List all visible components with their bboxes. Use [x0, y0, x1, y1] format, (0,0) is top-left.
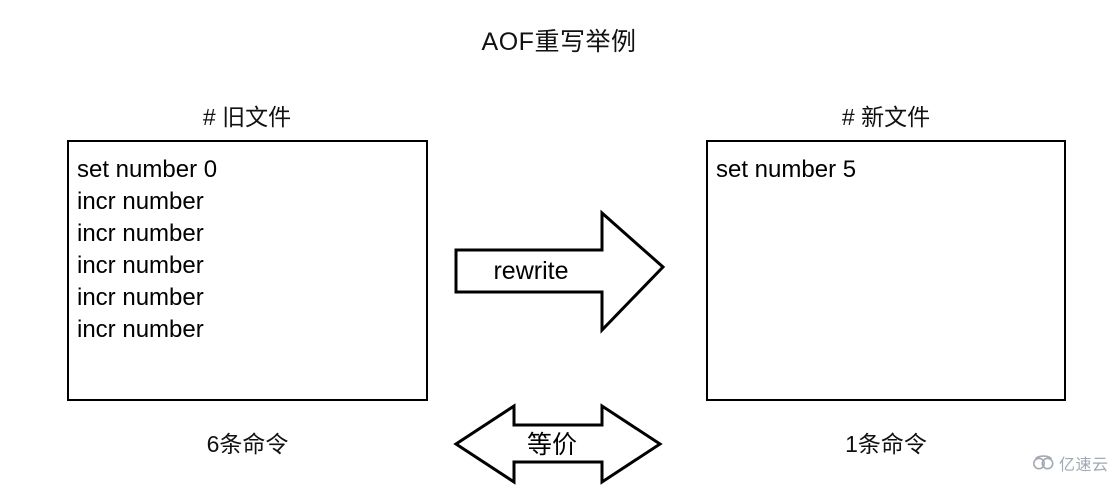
old-file-command-count: 6条命令 [206, 431, 289, 457]
code-line: incr number [77, 316, 204, 343]
equivalence-arrow [448, 402, 668, 488]
rewrite-arrow-label: rewrite [493, 257, 569, 285]
cloud-logo-icon [1033, 455, 1054, 470]
code-line: set number 0 [77, 156, 218, 183]
code-line: incr number [77, 220, 204, 247]
rewrite-arrow [450, 205, 670, 335]
code-line: incr number [77, 252, 204, 279]
watermark: 亿速云 [1032, 449, 1110, 477]
code-line: set number 5 [716, 156, 857, 183]
code-line: incr number [77, 188, 204, 215]
equivalence-arrow-label: 等价 [526, 431, 577, 459]
new-file-label: # 新文件 [841, 104, 931, 130]
new-file-command-count: 1条命令 [845, 431, 927, 457]
old-file-box: set number 0 incr number incr number inc… [67, 140, 428, 401]
block-arrow-right-icon [454, 209, 666, 334]
watermark-text: 亿速云 [1059, 457, 1109, 474]
block-arrow-double-icon [453, 403, 663, 485]
new-file-box: set number 5 [706, 140, 1066, 401]
page-title: AOF重写举例 [481, 28, 637, 56]
code-line: incr number [77, 284, 204, 311]
old-file-label: # 旧文件 [202, 104, 292, 130]
